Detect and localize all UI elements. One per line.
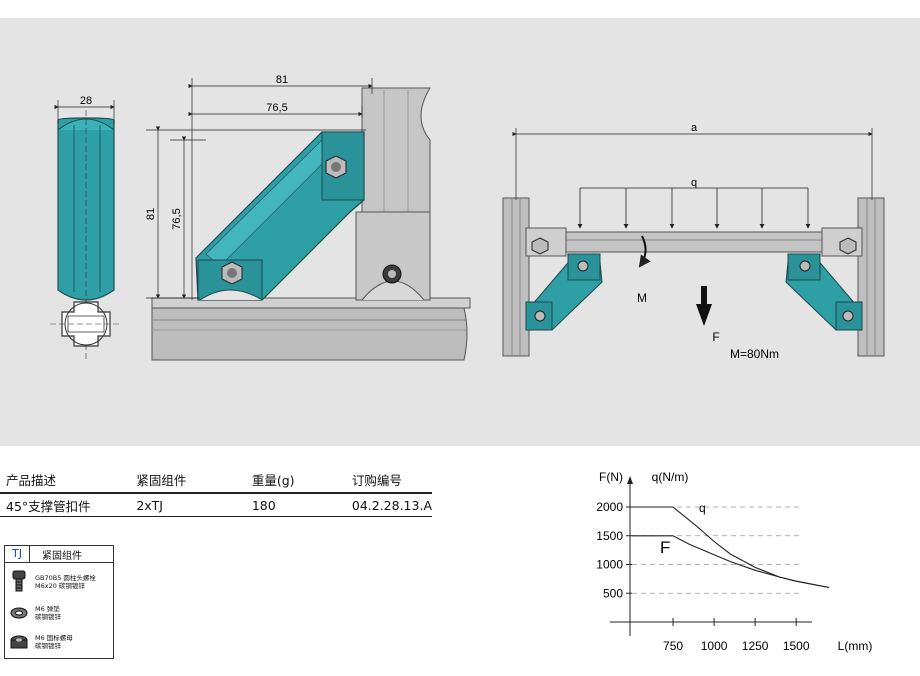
spec-header-row: 产品描述 紧固组件 重量(g) 订购编号 bbox=[0, 466, 432, 494]
x-tick-label: 750 bbox=[663, 639, 683, 653]
dim-top-label: 81 bbox=[276, 74, 288, 86]
y-axis-left-label: F(N) bbox=[599, 470, 623, 484]
hex-nut-icon bbox=[10, 635, 28, 649]
legend-item: M6 国标螺母 碳钢镀锌 bbox=[35, 634, 73, 650]
y-tick-label: 500 bbox=[603, 586, 623, 600]
legend-code: TJ bbox=[5, 546, 30, 562]
tube-end-view: 28 bbox=[50, 95, 122, 360]
cell-weight: 180 bbox=[241, 493, 346, 517]
x-tick-label: 1000 bbox=[701, 639, 728, 653]
legend-item-line: M6 弹垫 bbox=[35, 605, 60, 613]
cell-order-number: 04.2.28.13.A bbox=[345, 493, 432, 517]
legend-item-line: 碳钢镀锌 bbox=[35, 613, 61, 621]
x-axis-label: L(mm) bbox=[838, 639, 873, 653]
dim-inner-label: 76,5 bbox=[266, 102, 287, 114]
series-label-f: F bbox=[660, 538, 670, 557]
header-description: 产品描述 bbox=[0, 466, 129, 494]
clamp-side-view: 81 76,5 81 76,5 bbox=[145, 74, 471, 361]
span-label: a bbox=[691, 122, 698, 134]
load-label: q bbox=[691, 177, 697, 189]
cell-fastener: 2xTJ bbox=[128, 493, 242, 517]
legend-header: TJ 紧固组件 bbox=[5, 546, 113, 563]
legend-item: GB70B5 圆柱头螺栓 M6x20 碳钢镀锌 bbox=[35, 574, 96, 590]
y-tick-label: 1500 bbox=[596, 529, 623, 543]
moment-value-label: M=80Nm bbox=[730, 347, 779, 361]
series-label-q: q bbox=[699, 501, 706, 515]
moment-label: M bbox=[637, 291, 647, 305]
load-chart: F(N) q(N/m) L(mm) 500 1000 1500 2000 750 100… bbox=[596, 470, 872, 653]
cell-description: 45°支撑管扣件 bbox=[0, 493, 129, 517]
header-fastener: 紧固组件 bbox=[128, 466, 242, 494]
frame-load-view: q a M F M=80Nm bbox=[502, 122, 885, 361]
dim-width-label: 28 bbox=[80, 95, 92, 107]
legend-item-line: GB70B5 圆柱头螺栓 bbox=[35, 574, 96, 582]
legend-title: 紧固组件 bbox=[42, 550, 82, 562]
x-tick-label: 1250 bbox=[742, 639, 769, 653]
dim-height-inner-label: 76,5 bbox=[171, 208, 183, 229]
legend-item-line: 碳钢镀锌 bbox=[35, 642, 61, 650]
y-axis-right-label: q(N/m) bbox=[652, 470, 689, 484]
header-order-number: 订购编号 bbox=[345, 466, 432, 494]
y-tick-label: 2000 bbox=[596, 500, 623, 514]
legend-item: M6 弹垫 碳钢镀锌 bbox=[35, 605, 61, 621]
fastener-legend: TJ 紧固组件 GB70B5 圆柱头螺栓 M6x20 碳钢镀锌 M6 弹垫 碳钢… bbox=[4, 545, 114, 659]
x-tick-label: 1500 bbox=[783, 639, 810, 653]
spec-table: 产品描述 紧固组件 重量(g) 订购编号 45°支撑管扣件 2xTJ 180 0… bbox=[0, 466, 432, 517]
force-label: F bbox=[712, 330, 719, 344]
washer-icon bbox=[10, 607, 28, 619]
dim-height-label: 81 bbox=[145, 208, 157, 220]
legend-item-line: M6x20 碳钢镀锌 bbox=[35, 582, 85, 590]
legend-item-line: M6 国标螺母 bbox=[35, 634, 73, 642]
socket-head-bolt-icon bbox=[12, 570, 26, 592]
y-tick-label: 1000 bbox=[596, 558, 623, 572]
table-row: 45°支撑管扣件 2xTJ 180 04.2.28.13.A bbox=[0, 493, 432, 517]
header-weight: 重量(g) bbox=[241, 466, 346, 494]
series-line-f bbox=[632, 535, 830, 589]
